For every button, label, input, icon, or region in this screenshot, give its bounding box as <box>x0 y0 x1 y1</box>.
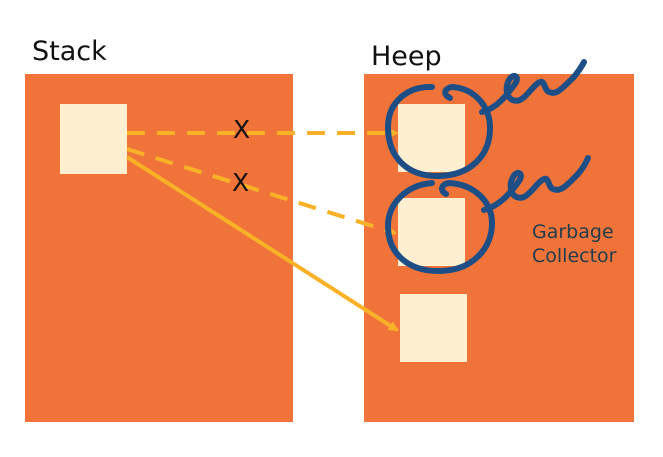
dashed-reference-2 <box>126 147 397 236</box>
stack-reference-block <box>60 104 127 174</box>
x-mark-1: X <box>233 115 251 144</box>
live-reference-arrow <box>125 155 399 332</box>
heap-object-3 <box>400 294 467 362</box>
heap-label: Heep <box>371 41 442 72</box>
stack-label: Stack <box>32 36 107 67</box>
gc-line-2: Collector <box>532 244 617 267</box>
x-mark-2: X <box>232 168 250 197</box>
gc-line-1: Garbage <box>532 221 614 243</box>
heap-object-1 <box>398 104 465 172</box>
heap-object-2 <box>398 198 465 266</box>
collection-scribbles <box>385 59 591 275</box>
garbage-collector-note: Garbage Collector <box>532 221 616 269</box>
